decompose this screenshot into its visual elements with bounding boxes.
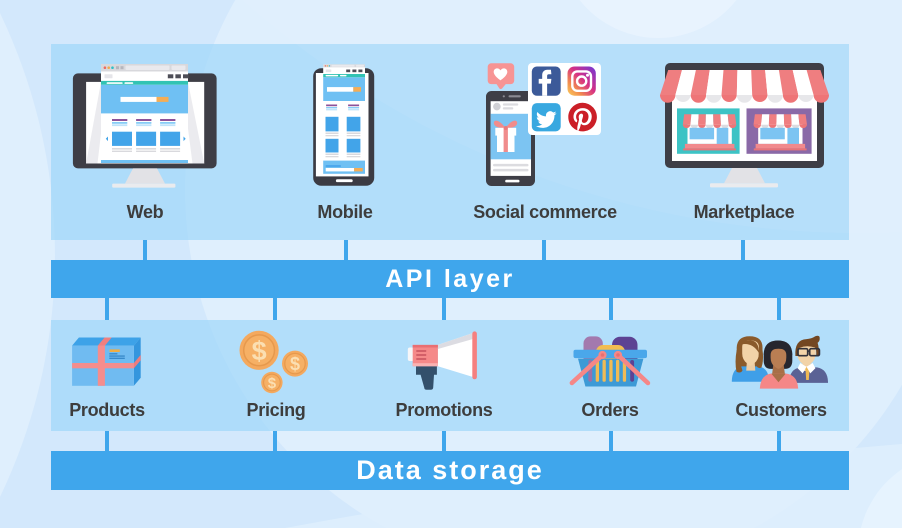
svg-text:$: $ bbox=[290, 354, 300, 374]
svg-text:$: $ bbox=[252, 336, 267, 366]
svg-text:$: $ bbox=[268, 375, 277, 392]
